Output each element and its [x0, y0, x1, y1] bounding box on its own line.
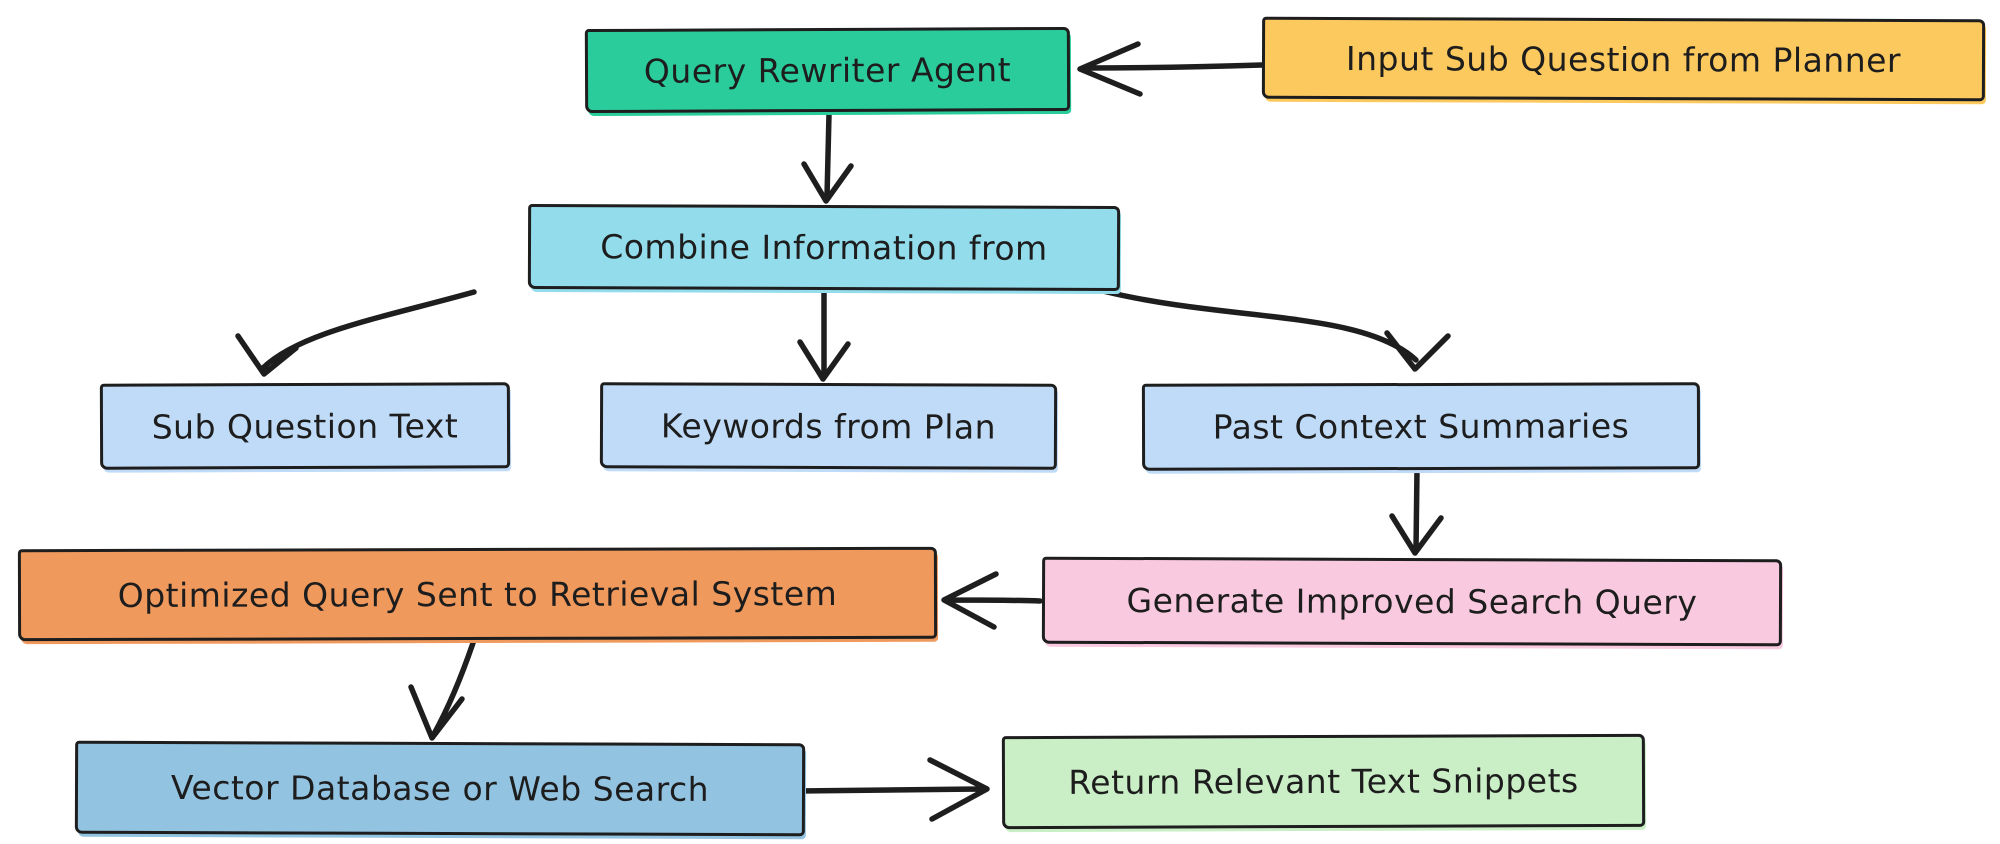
node-label: Sub Question Text [151, 405, 459, 447]
node-label: Query Rewriter Agent [643, 49, 1012, 91]
node-sub-question-text: Sub Question Text [99, 382, 511, 470]
node-query-rewriter-agent: Query Rewriter Agent [584, 26, 1071, 114]
node-label: Optimized Query Sent to Retrieval System [117, 573, 838, 615]
node-label: Past Context Summaries [1212, 406, 1630, 447]
arrow-rewriter-to-combine [801, 111, 854, 204]
arrow-optimized-to-vector [408, 640, 476, 741]
node-return-snippets: Return Relevant Text Snippets [1001, 733, 1646, 830]
node-past-context-summaries: Past Context Summaries [1141, 382, 1701, 471]
node-label: Return Relevant Text Snippets [1068, 761, 1579, 802]
node-optimized-query: Optimized Query Sent to Retrieval System [17, 546, 938, 642]
arrow-pastcontext-to-generate [1389, 467, 1444, 556]
node-vector-database: Vector Database or Web Search [74, 740, 806, 837]
node-label: Input Sub Question from Planner [1345, 38, 1902, 80]
arrow-combine-to-subquestion [235, 289, 477, 377]
node-input-sub-question: Input Sub Question from Planner [1261, 16, 1986, 102]
node-label: Keywords from Plan [660, 405, 997, 447]
arrow-generate-to-optimized [941, 571, 1043, 630]
arrow-combine-to-pastcontext [1100, 288, 1451, 372]
node-generate-improved-search-query: Generate Improved Search Query [1041, 556, 1783, 647]
arrow-vector-to-return [794, 757, 990, 822]
node-keywords-from-plan: Keywords from Plan [599, 382, 1058, 470]
node-combine-information: Combine Information from [527, 203, 1121, 292]
node-label: Combine Information from [600, 227, 1048, 268]
arrow-combine-to-keywords [797, 290, 851, 382]
node-label: Vector Database or Web Search [170, 768, 710, 809]
arrow-input-to-rewriter [1077, 41, 1265, 97]
node-label: Generate Improved Search Query [1126, 581, 1698, 622]
